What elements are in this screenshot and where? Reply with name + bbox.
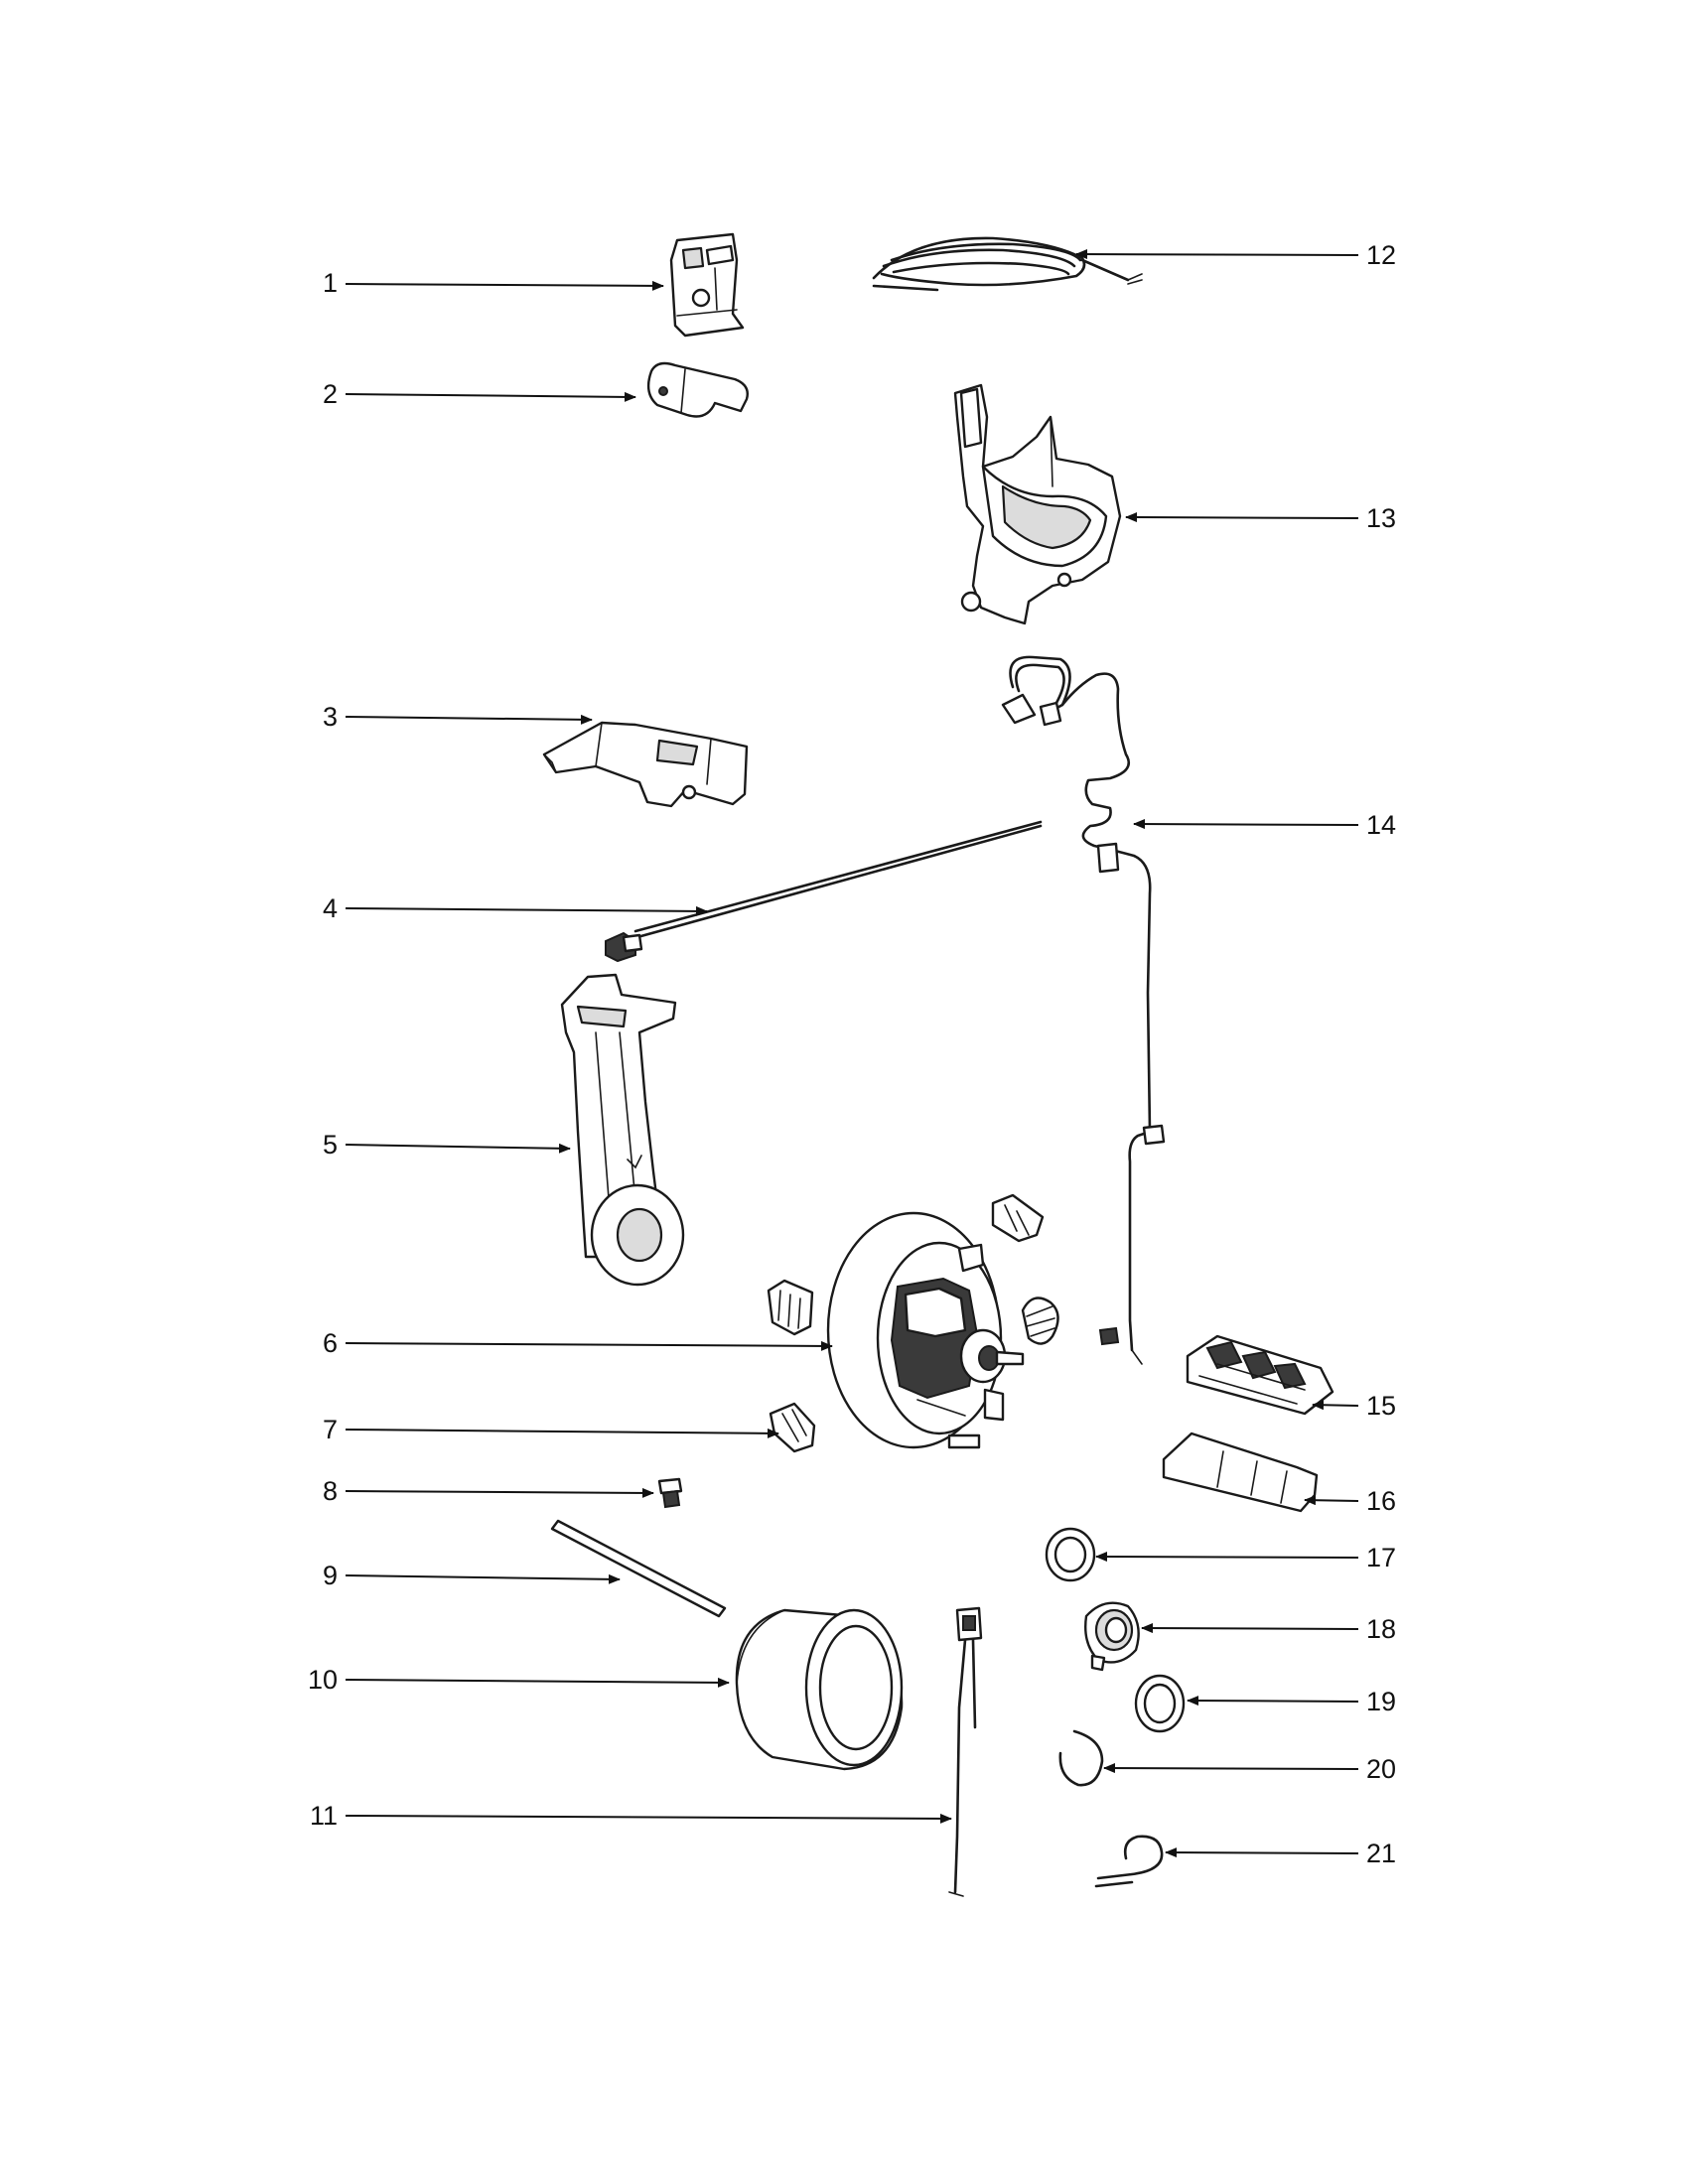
- part-19-washer: [1134, 1674, 1186, 1733]
- part-10-ring: [735, 1608, 904, 1771]
- part-6-motor: [767, 1193, 1059, 1449]
- callout-label: 17: [1366, 1543, 1396, 1572]
- part-7-brush: [769, 1402, 816, 1453]
- callout-label: 13: [1366, 503, 1396, 533]
- callout-20: 20: [1103, 1754, 1396, 1784]
- callout-16: 16: [1304, 1486, 1396, 1516]
- callout-label: 12: [1366, 240, 1396, 270]
- callout-label: 20: [1366, 1754, 1396, 1784]
- callout-label: 16: [1366, 1486, 1396, 1516]
- callout-8: 8: [323, 1476, 654, 1506]
- part-16-plate: [1162, 1432, 1319, 1513]
- callout-label: 7: [323, 1415, 338, 1444]
- callout-9: 9: [323, 1561, 621, 1590]
- callout-13: 13: [1125, 503, 1396, 533]
- part-8-screw: [657, 1477, 683, 1509]
- callout-label: 3: [323, 702, 338, 732]
- callout-label: 2: [323, 379, 338, 409]
- part-5-neck: [560, 973, 685, 1287]
- part-15-board: [1186, 1334, 1334, 1416]
- callout-11: 11: [310, 1801, 952, 1831]
- part-17-washer: [1045, 1527, 1096, 1582]
- callout-1: 1: [323, 268, 664, 298]
- callout-14: 14: [1133, 810, 1396, 840]
- callout-7: 7: [323, 1415, 779, 1444]
- callout-label: 8: [323, 1476, 338, 1506]
- part-20-ring: [1058, 1729, 1104, 1787]
- part-4-rod: [605, 820, 1043, 963]
- part-3-plate: [542, 721, 749, 808]
- callout-21: 21: [1165, 1839, 1396, 1868]
- callout-5: 5: [323, 1130, 571, 1160]
- callout-label: 15: [1366, 1391, 1396, 1421]
- part-12-cord: [872, 236, 1143, 292]
- callout-label: 10: [308, 1665, 338, 1695]
- callout-12: 12: [1075, 240, 1396, 270]
- callout-label: 5: [323, 1130, 338, 1160]
- callout-label: 19: [1366, 1687, 1396, 1716]
- callout-label: 9: [323, 1561, 338, 1590]
- callout-label: 1: [323, 268, 338, 298]
- callout-2: 2: [323, 379, 636, 409]
- callout-19: 19: [1187, 1687, 1396, 1716]
- part-18-bearing: [1084, 1601, 1140, 1672]
- callout-label: 11: [310, 1801, 338, 1831]
- callout-4: 4: [323, 893, 708, 923]
- part-14-harness: [1001, 655, 1166, 1365]
- part-21-hook: [1094, 1835, 1164, 1888]
- callout-label: 14: [1366, 810, 1396, 840]
- callout-label: 4: [323, 893, 338, 923]
- part-2-clip: [646, 361, 749, 418]
- callout-label: 18: [1366, 1614, 1396, 1644]
- callout-18: 18: [1141, 1614, 1396, 1644]
- part-11-lead: [948, 1606, 983, 1897]
- callout-15: 15: [1312, 1391, 1396, 1421]
- part-9-rod: [550, 1519, 727, 1618]
- callout-6: 6: [323, 1328, 833, 1358]
- callout-3: 3: [323, 702, 593, 732]
- callout-17: 17: [1095, 1543, 1396, 1572]
- callout-label: 21: [1366, 1839, 1396, 1868]
- callout-10: 10: [308, 1665, 730, 1695]
- part-13-housing: [953, 383, 1122, 625]
- part-1-bracket: [669, 232, 745, 338]
- callout-label: 6: [323, 1328, 338, 1358]
